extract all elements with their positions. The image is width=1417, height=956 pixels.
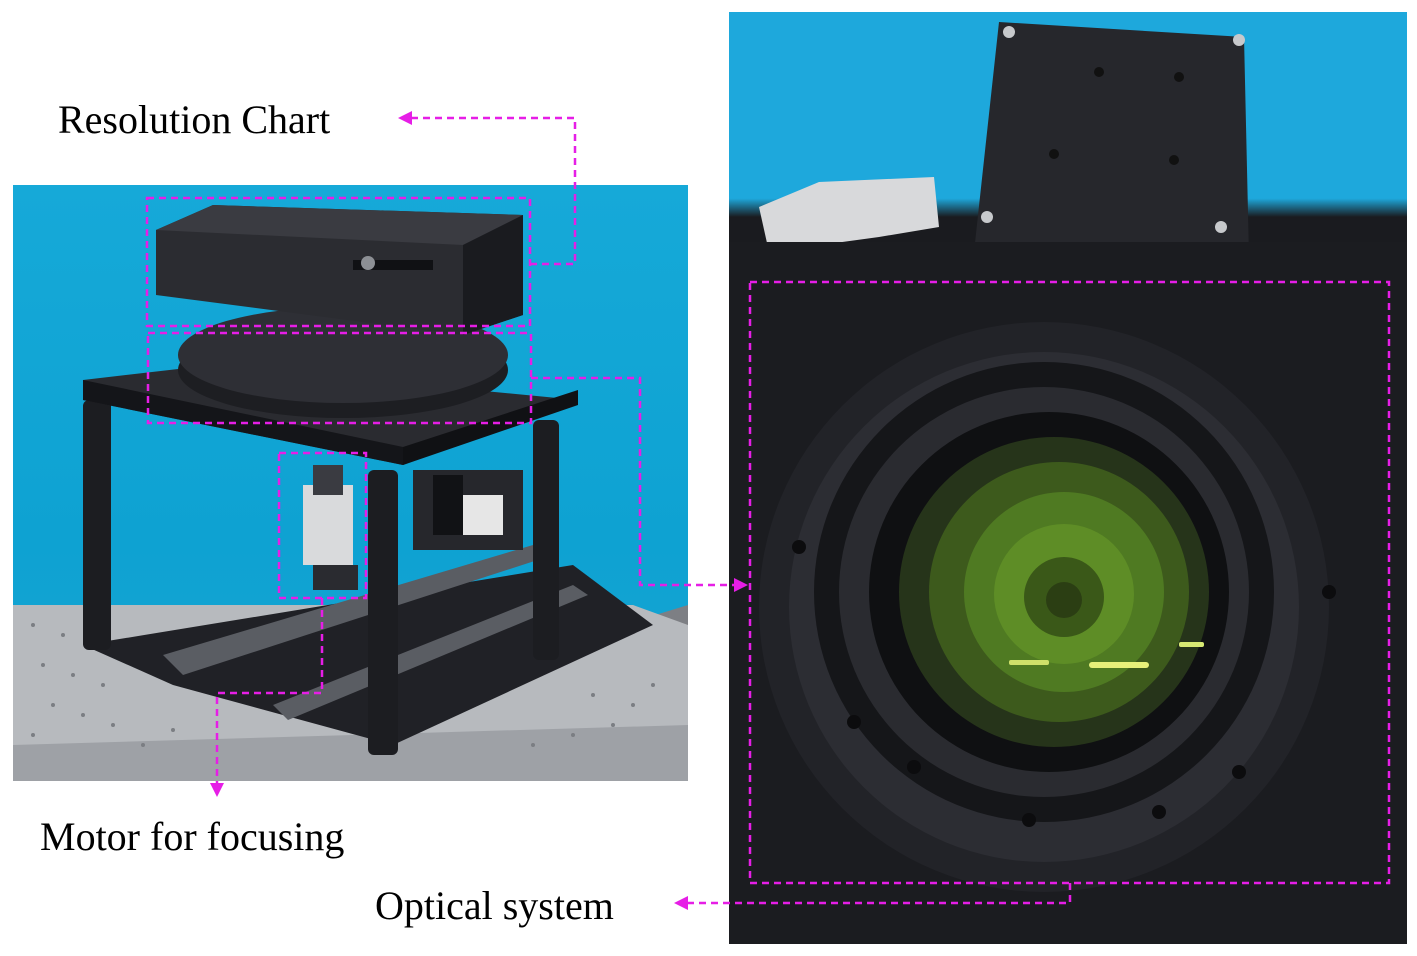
motor-leader [215, 598, 324, 785]
rotation-stage-highlight [146, 331, 533, 425]
arrowhead [210, 783, 224, 797]
optical-system-photo [729, 12, 1407, 944]
leg [533, 420, 559, 660]
optical-system-leader [688, 883, 1072, 905]
optical-system-illustration [729, 22, 1407, 944]
arrowhead [674, 896, 688, 910]
arrowhead [734, 578, 748, 592]
resolution-chart-highlight [145, 196, 532, 328]
resolution-chart-label: Resolution Chart [58, 97, 331, 142]
resolution-chart-leader [410, 116, 577, 266]
focusing-motor-highlight [277, 451, 368, 600]
optical-system-link [531, 376, 735, 587]
arrowhead [398, 111, 412, 125]
camera-body [303, 485, 353, 565]
leg [368, 470, 398, 755]
leg [83, 400, 111, 650]
optical-system-highlight [748, 280, 1391, 885]
motor-for-focusing-label: Motor for focusing [40, 814, 345, 859]
optical-system-label: Optical system [375, 883, 614, 928]
